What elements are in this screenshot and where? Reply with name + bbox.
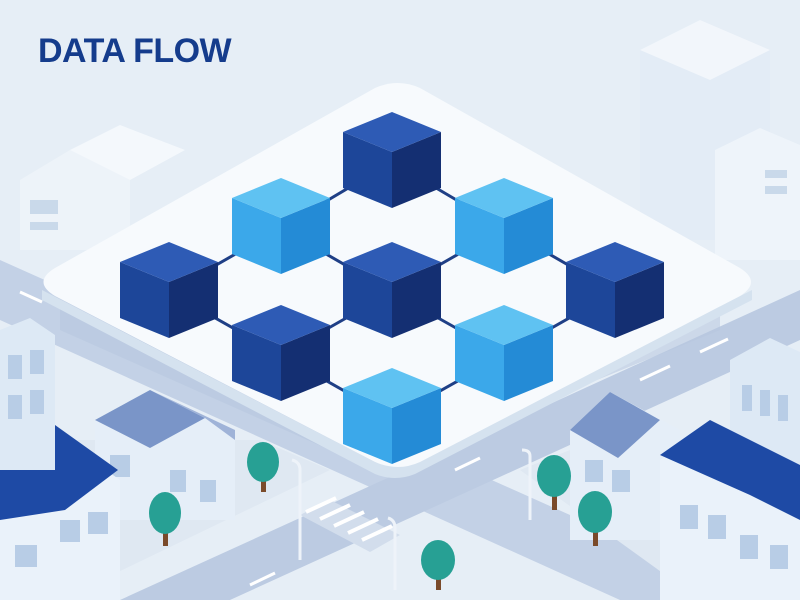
cube-face [455, 305, 553, 345]
cube-face [232, 178, 330, 218]
cube-face [455, 198, 504, 274]
street-lamp [387, 516, 397, 590]
building-left-mid [0, 318, 55, 470]
cube-face [343, 262, 392, 338]
cube-face [615, 262, 664, 338]
tree [247, 442, 279, 492]
street-lamp [521, 448, 532, 520]
cube-face [281, 198, 330, 274]
node-right [566, 242, 664, 338]
page-title: DATA FLOW [38, 32, 232, 70]
houses-right [570, 338, 800, 600]
cube-face [169, 262, 218, 338]
node-upper-left [232, 178, 330, 274]
cube-face [455, 325, 504, 401]
cube-face [120, 242, 218, 282]
cube-face [504, 325, 553, 401]
houses-left [0, 318, 235, 600]
cube-face [392, 262, 441, 338]
street-lamps [291, 448, 532, 590]
data-nodes [120, 112, 664, 464]
cube-face [343, 368, 441, 408]
trees [149, 442, 612, 590]
cube-face [232, 198, 281, 274]
node-lower-left [232, 305, 330, 401]
node-center [343, 242, 441, 338]
cube-face [455, 178, 553, 218]
cube-face [343, 132, 392, 208]
cube-face [392, 388, 441, 464]
node-bottom [343, 368, 441, 464]
cube-face [281, 325, 330, 401]
building-far-right-short [715, 128, 800, 260]
cube-face [232, 325, 281, 401]
cube-face [343, 242, 441, 282]
street-lamp [291, 458, 302, 560]
node-upper-right [455, 178, 553, 274]
cube-face [566, 242, 664, 282]
tree [537, 455, 571, 510]
cube-face [120, 262, 169, 338]
background-buildings [20, 20, 800, 260]
cube-face [392, 132, 441, 208]
cube-face [504, 198, 553, 274]
cube-face [232, 305, 330, 345]
cube-face [343, 388, 392, 464]
tree [421, 540, 455, 590]
node-left [120, 242, 218, 338]
node-top [343, 112, 441, 208]
roof-right-front [660, 420, 800, 520]
crosswalk [300, 500, 400, 552]
node-lower-right [455, 305, 553, 401]
cube-face [343, 112, 441, 152]
tree [578, 491, 612, 546]
cube-face [566, 262, 615, 338]
tree [149, 492, 181, 546]
